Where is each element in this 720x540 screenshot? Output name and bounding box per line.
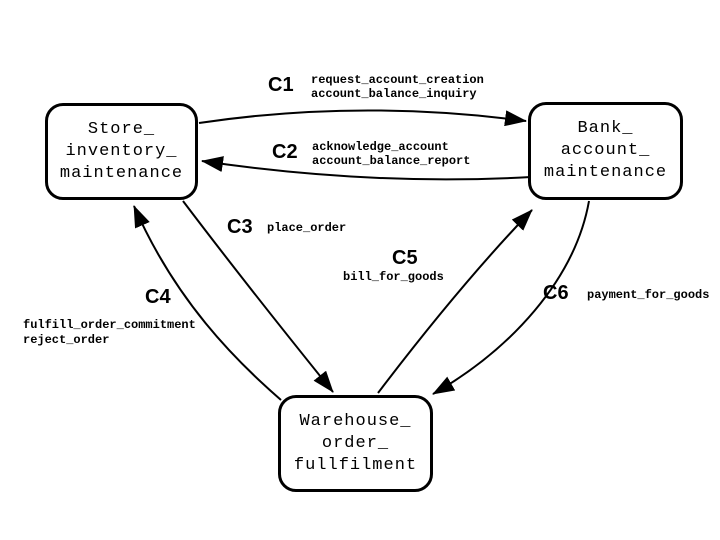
message-label: reject_order xyxy=(23,333,110,347)
message-label: payment_for_goods xyxy=(587,288,710,302)
connector-c4-path xyxy=(133,205,282,401)
node-label-line: Bank_ xyxy=(577,119,634,138)
connector-c2-label: C2 xyxy=(272,141,298,163)
connector-c1-path xyxy=(198,109,527,127)
message-label: fulfill_order_commitment xyxy=(23,318,196,332)
node-store-inventory-maintenance: Store_ inventory_ maintenance xyxy=(45,103,198,200)
node-warehouse-order-fullfilment: Warehouse_ order_ fullfilment xyxy=(278,395,433,492)
node-label-line: inventory_ xyxy=(65,141,178,161)
node-label-line: Warehouse_ xyxy=(299,411,412,431)
connector-c3-path xyxy=(182,200,334,393)
connector-c3-messages: place_order xyxy=(267,221,346,235)
connector-c1-messages: request_account_creation account_balance… xyxy=(311,73,484,101)
message-label: account_balance_inquiry xyxy=(311,87,477,101)
connector-c3-label: C3 xyxy=(227,216,253,238)
node-label-line: order_ xyxy=(321,433,390,453)
node-bank-account-maintenance: Bank_ account_ maintenance xyxy=(528,102,683,200)
message-label: place_order xyxy=(267,221,347,235)
connector-c1-label: C1 xyxy=(268,74,294,96)
node-label-line: Store_ xyxy=(87,119,156,139)
connector-c6-messages: payment_for_goods xyxy=(587,288,709,302)
connector-c2-path xyxy=(201,156,532,181)
connector-c4-label: C4 xyxy=(145,286,171,308)
connector-c5-messages: bill_for_goods xyxy=(343,270,444,284)
message-label: bill_for_goods xyxy=(343,270,444,284)
node-label-line: maintenance xyxy=(59,163,184,183)
connector-c2-messages: acknowledge_account account_balance_repo… xyxy=(312,140,470,168)
node-label-line: account_ xyxy=(560,141,651,160)
message-label: acknowledge_account xyxy=(312,140,449,154)
connector-c6-label: C6 xyxy=(543,282,569,304)
message-label: request_account_creation xyxy=(311,73,484,87)
node-label-line: fullfilment xyxy=(293,455,418,475)
connector-c6-path xyxy=(432,200,590,395)
connector-c5-path xyxy=(377,209,533,394)
node-label-line: maintenance xyxy=(543,163,668,182)
connector-c5-label: C5 xyxy=(392,247,418,269)
message-label: account_balance_report xyxy=(312,154,471,168)
connector-c4-messages: fulfill_order_commitment reject_order xyxy=(23,318,196,348)
